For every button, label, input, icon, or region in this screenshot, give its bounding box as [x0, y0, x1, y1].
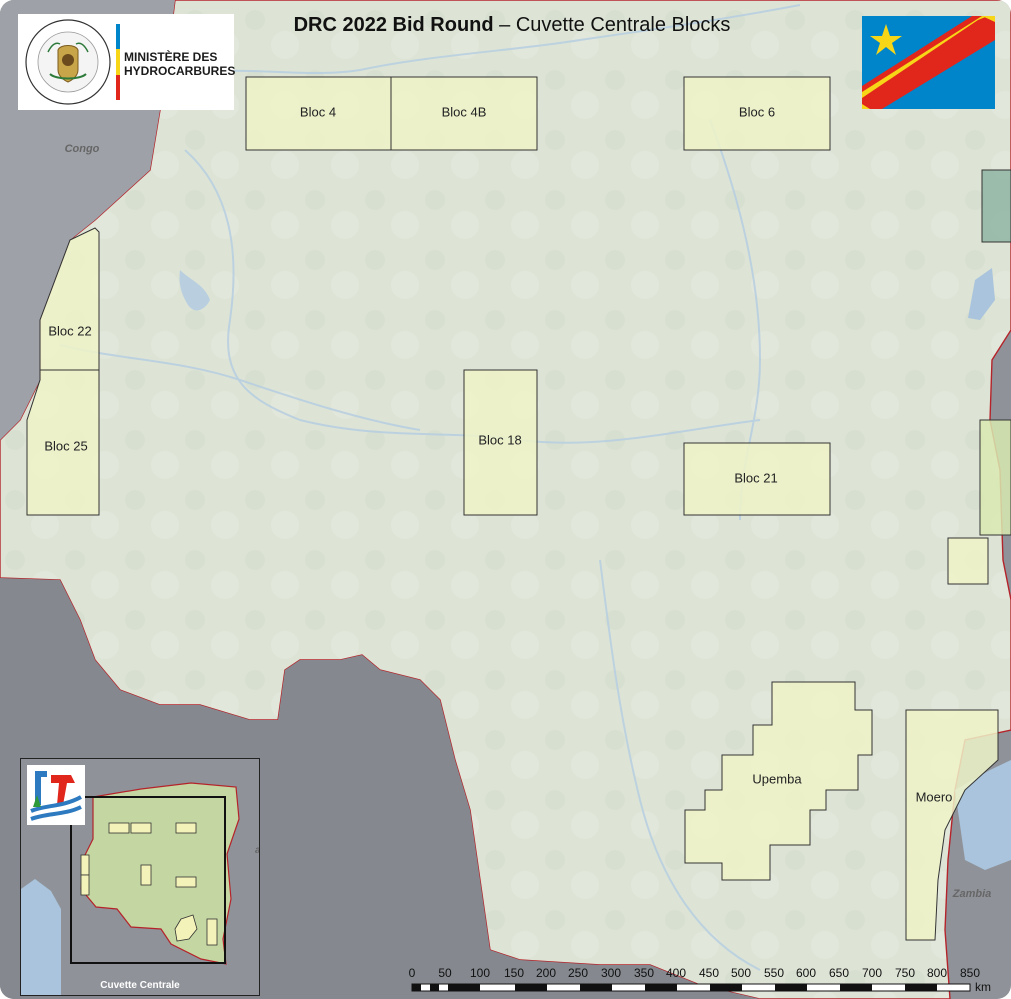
label-bloc-22: Bloc 22 — [48, 323, 91, 338]
scale-tick-500: 500 — [730, 966, 752, 980]
drc-flag-icon — [862, 16, 995, 109]
block-bloc-18[interactable] — [463, 369, 538, 516]
block-bloc-25[interactable] — [26, 369, 100, 516]
scale-tick-400: 400 — [665, 966, 687, 980]
ministry-name-line2: HYDROCARBURES — [124, 64, 236, 78]
title-bold: DRC 2022 Bid Round — [293, 14, 494, 36]
block-bloc-21[interactable] — [683, 442, 831, 516]
block-bloc-4[interactable] — [245, 76, 392, 151]
label-bloc-4b: Bloc 4B — [442, 104, 487, 119]
scale-tick-550: 550 — [763, 966, 785, 980]
river-network — [59, 4, 801, 971]
scale-tick-300: 300 — [600, 966, 622, 980]
title-rest: – Cuvette Centrale Blocks — [493, 14, 731, 36]
scale-tick-100: 100 — [469, 966, 491, 980]
scale-tick-600: 600 — [795, 966, 817, 980]
ministry-name-line1: MINISTÈRE DES — [124, 50, 218, 64]
inset-edge-label: a — [255, 845, 259, 856]
scale-tick-250: 250 — [567, 966, 589, 980]
map-title: DRC 2022 Bid Round – Cuvette Centrale Bl… — [232, 14, 792, 54]
block-moero[interactable] — [905, 709, 999, 941]
block-bloc-6[interactable] — [683, 76, 831, 151]
block-upemba[interactable] — [684, 681, 873, 881]
oil-derrick-logo-icon — [27, 765, 85, 825]
label-moero: Moero — [916, 789, 953, 804]
scale-tick-150: 150 — [503, 966, 525, 980]
scale-tick-650: 650 — [828, 966, 850, 980]
lake-mweru — [955, 760, 1011, 870]
ministry-logo: MINISTÈRE DES HYDROCARBURES — [18, 14, 235, 110]
scale-tick-50: 50 — [438, 966, 452, 980]
scale-tick-700: 700 — [861, 966, 883, 980]
label-bloc-25: Bloc 25 — [44, 438, 87, 453]
scale-tick-450: 450 — [698, 966, 720, 980]
label-zambia: Zambia — [952, 888, 992, 900]
block-layer — [26, 76, 1011, 941]
label-congo: Congo — [65, 143, 100, 155]
scale-tick-750: 750 — [894, 966, 916, 980]
seal-emblem-icon — [25, 19, 111, 105]
congo-region — [0, 0, 175, 440]
ministry-color-bars — [116, 24, 120, 100]
label-bloc-21: Bloc 21 — [734, 470, 777, 485]
inset-caption: Cuvette Centrale — [100, 980, 180, 991]
block-east-small-b[interactable] — [979, 419, 1011, 536]
scale-tick-0: 0 — [408, 966, 416, 980]
block-east-small-a[interactable] — [947, 537, 989, 585]
label-bloc-18: Bloc 18 — [478, 432, 521, 447]
label-bloc-6: Bloc 6 — [739, 104, 775, 119]
scale-tick-200: 200 — [535, 966, 557, 980]
inset-company-logo — [27, 765, 85, 825]
block-bloc-4b[interactable] — [390, 76, 538, 151]
scale-tick-800: 800 — [926, 966, 948, 980]
ministry-name: MINISTÈRE DES HYDROCARBURES — [124, 50, 235, 78]
label-upemba: Upemba — [752, 771, 802, 786]
lake-tanganyika — [968, 268, 995, 320]
inset-map-canvas — [21, 759, 259, 995]
scale-tick-850: 850 — [959, 966, 981, 980]
drc-flag — [862, 16, 995, 109]
scale-unit: km — [975, 980, 991, 994]
lake-mai-ndombe — [179, 270, 210, 311]
scale-bar-graphic — [411, 983, 971, 992]
scale-tick-350: 350 — [633, 966, 655, 980]
label-bloc-4: Bloc 4 — [300, 104, 336, 119]
block-east-small-c[interactable] — [981, 169, 1011, 243]
scale-bar: 0 50 100 150 200 250 300 350 400 450 500… — [400, 966, 1000, 996]
inset-map[interactable]: a Cuvette Centrale — [20, 758, 260, 996]
